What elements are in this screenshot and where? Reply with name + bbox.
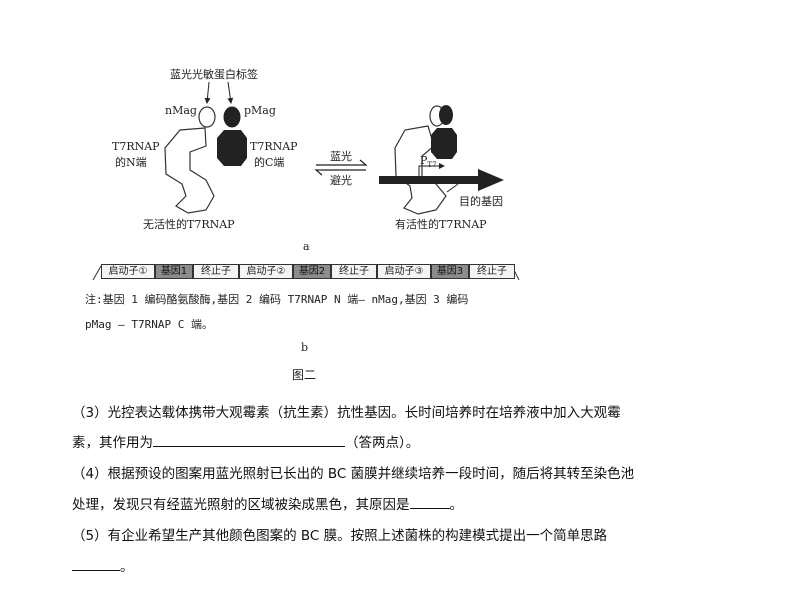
target-gene-label: 目的基因	[459, 195, 503, 208]
active-pmag-ellipse	[439, 105, 453, 125]
tag-arrow-left	[204, 81, 211, 104]
reverse-arrow	[314, 169, 366, 176]
nmag-ellipse	[198, 106, 216, 128]
t7-c-label-line1: T7RNAP	[250, 140, 298, 153]
panel-a-label: a	[303, 240, 310, 253]
question-3-line1: （3）光控表达载体携带大观霉素（抗生素）抗性基因。长时间培养时在培养液中加入大观…	[72, 405, 621, 421]
t7-c-label-line2: 的C端	[254, 156, 285, 169]
question-4-line1: （4）根据预设的图案用蓝光照射已长出的 BC 菌膜并继续培养一段时间，随后将其转…	[72, 466, 635, 482]
promoter-3: 启动子③	[377, 264, 431, 279]
pt7-promoter-arrow	[418, 163, 445, 176]
question-5-line1: （5）有企业希望生产其他颜色图案的 BC 膜。按照上述菌株的构建模式提出一个简单…	[72, 528, 608, 544]
inactive-t7rnap-label: 无活性的T7RNAP	[143, 218, 235, 231]
blue-light-tag-label: 蓝光光敏蛋白标签	[170, 68, 258, 81]
nmag-label: nMag	[165, 104, 197, 117]
question-4-line2: 处理，发现只有经蓝光照射的区域被染成黑色，其原因是。	[72, 493, 463, 513]
promoter-2: 启动子②	[239, 264, 293, 279]
answer-blank-q3[interactable]	[153, 433, 345, 447]
active-t7rnap-body	[394, 125, 447, 215]
terminator-1: 终止子	[193, 264, 239, 279]
active-t7rnap-label: 有活性的T7RNAP	[395, 218, 487, 231]
t7-n-label-line2: 的N端	[115, 156, 147, 169]
question-3-line2: 素，其作用为（答两点）。	[72, 431, 419, 451]
gene-1: 基因1	[155, 264, 193, 279]
gene-2: 基因2	[293, 264, 331, 279]
t7rnap-n-terminal-shape	[164, 127, 215, 214]
dna-bar	[379, 176, 481, 184]
blue-light-label: 蓝光	[330, 150, 352, 163]
t7rnap-c-terminal-shape	[217, 130, 247, 166]
terminator-2: 终止子	[331, 264, 377, 279]
panel-b-label: b	[301, 341, 309, 354]
figure-panel-a-drawing	[92, 81, 520, 281]
pt7-label: PT7	[420, 154, 437, 170]
answer-blank-q4[interactable]	[409, 495, 450, 509]
tag-arrow-right	[227, 81, 234, 104]
avoid-light-label: 避光	[330, 174, 352, 187]
pmag-ellipse	[223, 106, 241, 128]
gene-3: 基因3	[431, 264, 469, 279]
pmag-label: pMag	[244, 104, 276, 117]
gene-construct: 启动子① 基因1 终止子 启动子② 基因2 终止子 启动子③ 基因3 终止子	[101, 264, 515, 279]
question-5-line2: 。	[72, 555, 134, 575]
target-gene-pointer	[446, 183, 459, 193]
active-c-terminal-shape	[431, 128, 457, 159]
dna-arrowhead	[478, 169, 504, 191]
panel-b-note-line2: pMag – T7RNAP C 端。	[85, 318, 213, 331]
construct-left-end	[92, 265, 102, 281]
promoter-1: 启动子①	[101, 264, 155, 279]
forward-arrow	[316, 159, 368, 166]
figure-caption: 图二	[292, 368, 317, 382]
answer-blank-q5[interactable]	[72, 557, 120, 571]
panel-b-note-line1: 注:基因 1 编码酪氨酸酶,基因 2 编码 T7RNAP N 端– nMag,基…	[85, 293, 469, 306]
t7-n-label-line1: T7RNAP	[112, 140, 160, 153]
terminator-3: 终止子	[469, 264, 515, 279]
